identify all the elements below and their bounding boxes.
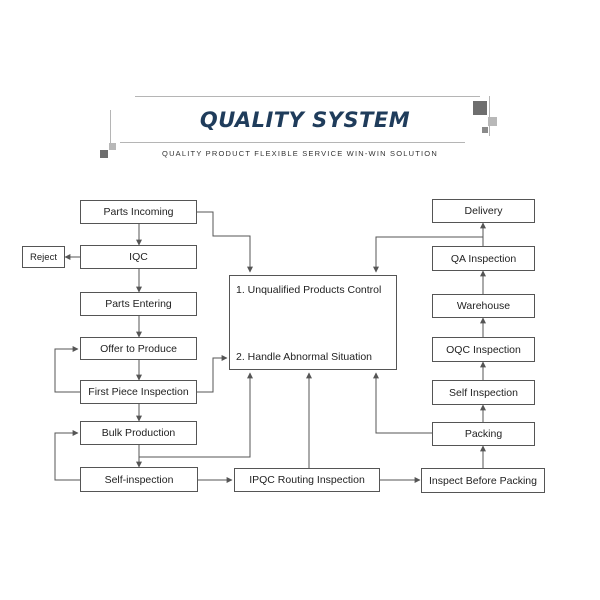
node-control-center: 1. Unqualified Products Control 2. Handl… (229, 275, 397, 370)
decor-square-right-b (488, 117, 497, 126)
node-iqc: IQC (80, 245, 197, 269)
control-item-abnormal: 2. Handle Abnormal Situation (236, 351, 373, 363)
loop-self-inspection-to-bulk (54, 430, 80, 481)
node-ipqc-routing-inspection: IPQC Routing Inspection (234, 468, 380, 492)
node-delivery: Delivery (432, 199, 535, 223)
node-parts-incoming: Parts Incoming (80, 200, 197, 224)
control-item-unqualified: 1. Unqualified Products Control (236, 284, 382, 296)
page-subtitle: QUALITY PRODUCT FLEXIBLE SERVICE WIN-WIN… (162, 149, 438, 158)
header-rule-right (489, 96, 490, 136)
node-warehouse: Warehouse (432, 294, 535, 318)
arrow-parts-incoming-to-control (197, 211, 253, 273)
node-qa-inspection: QA Inspection (432, 246, 535, 271)
node-parts-entering: Parts Entering (80, 292, 197, 316)
arrow-packing-to-control (373, 372, 432, 434)
decor-square-right-c (482, 127, 488, 133)
header-rule-bottom (120, 142, 465, 143)
decor-square-left-b (109, 143, 116, 150)
arrow-qa-to-control (373, 236, 483, 273)
node-inspect-before-packing: Inspect Before Packing (421, 468, 545, 493)
arrow-first-piece-to-control (197, 355, 228, 393)
arrow-bulk-to-control (139, 372, 253, 458)
decor-square-left-a (100, 150, 108, 158)
header-rule-top (135, 96, 480, 97)
node-bulk-production: Bulk Production (80, 421, 197, 445)
page-title: QUALITY SYSTEM (199, 108, 411, 132)
header-rule-left (110, 110, 111, 150)
node-self-inspection-left: Self-inspection (80, 467, 198, 492)
node-offer-to-produce: Offer to Produce (80, 337, 197, 360)
node-packing: Packing (432, 422, 535, 446)
node-reject: Reject (22, 246, 65, 268)
node-oqc-inspection: OQC Inspection (432, 337, 535, 362)
node-first-piece-inspection: First Piece Inspection (80, 380, 197, 404)
decor-square-right-a (473, 101, 487, 115)
loop-first-piece-to-offer (54, 346, 80, 393)
node-self-inspection-right: Self Inspection (432, 380, 535, 405)
